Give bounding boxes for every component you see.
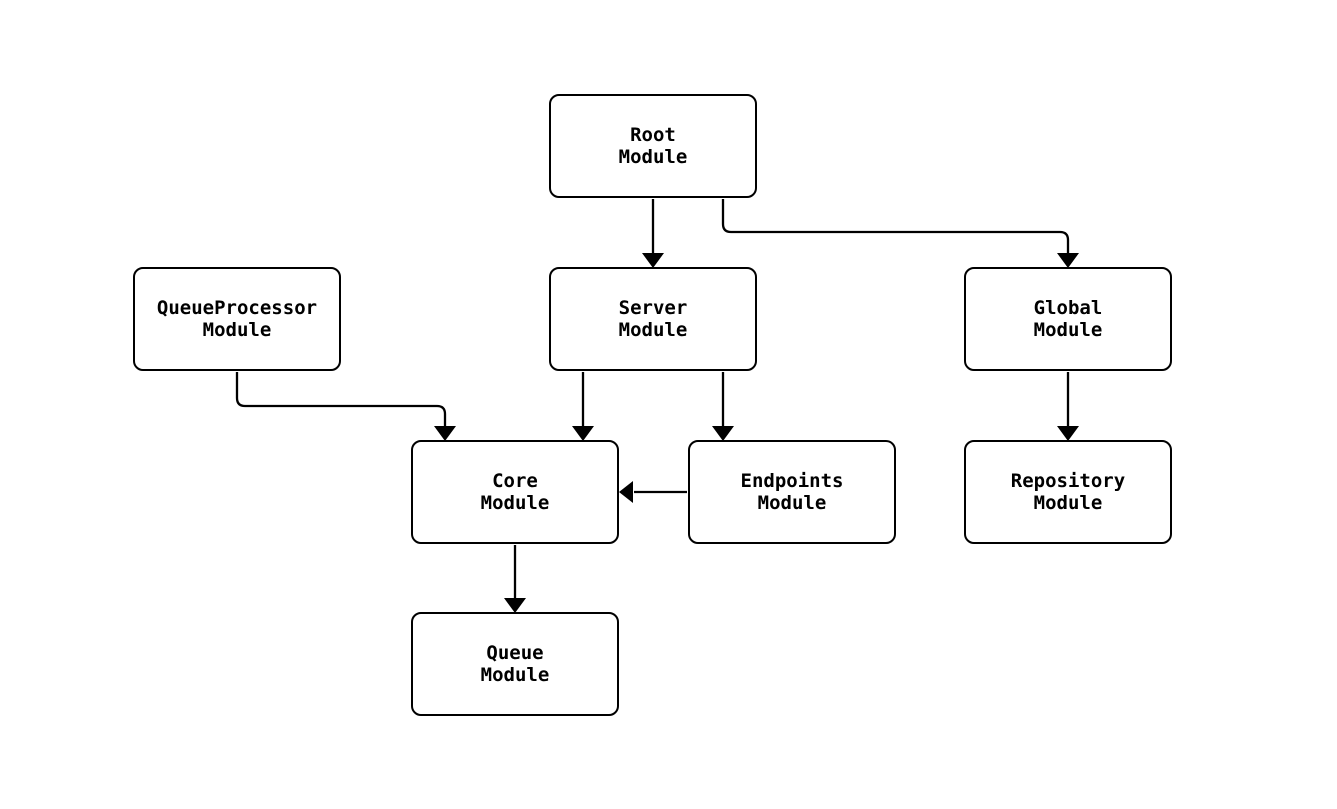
arrowhead-down-icon <box>572 426 594 441</box>
node-repository-module-label: Repository Module <box>1010 470 1126 514</box>
edge-server-to-core <box>572 372 594 441</box>
edge-server-to-endpoints <box>712 372 734 441</box>
node-global-module: Global Module <box>964 267 1172 371</box>
edge-root-to-global <box>721 199 1079 268</box>
arrowhead-down-icon <box>1057 253 1079 268</box>
arrowhead-down-icon <box>434 426 456 441</box>
node-core-module-label: Core Module <box>480 470 550 514</box>
node-repository-module: Repository Module <box>964 440 1172 544</box>
node-queueprocessor-module: QueueProcessor Module <box>133 267 341 371</box>
node-global-module-label: Global Module <box>1033 297 1103 341</box>
node-core-module: Core Module <box>411 440 619 544</box>
node-server-module: Server Module <box>549 267 757 371</box>
node-queue-module: Queue Module <box>411 612 619 716</box>
node-queueprocessor-module-label: QueueProcessor Module <box>156 297 318 341</box>
arrowhead-down-icon <box>1057 426 1079 441</box>
node-endpoints-module-label: Endpoints Module <box>740 470 844 514</box>
node-root-module: Root Module <box>549 94 757 198</box>
node-endpoints-module: Endpoints Module <box>688 440 896 544</box>
arrowhead-down-icon <box>642 253 664 268</box>
arrowhead-down-icon <box>504 598 526 613</box>
edge-queueprocessor-to-core <box>235 372 456 441</box>
edge-global-to-repository <box>1057 372 1079 441</box>
edge-core-to-queue <box>504 545 526 613</box>
node-root-module-label: Root Module <box>618 124 688 168</box>
arrowhead-down-icon <box>712 426 734 441</box>
edge-endpoints-to-core <box>619 481 687 503</box>
node-server-module-label: Server Module <box>618 297 688 341</box>
node-queue-module-label: Queue Module <box>480 642 550 686</box>
edge-root-to-server <box>642 199 664 268</box>
arrowhead-left-icon <box>619 481 633 503</box>
